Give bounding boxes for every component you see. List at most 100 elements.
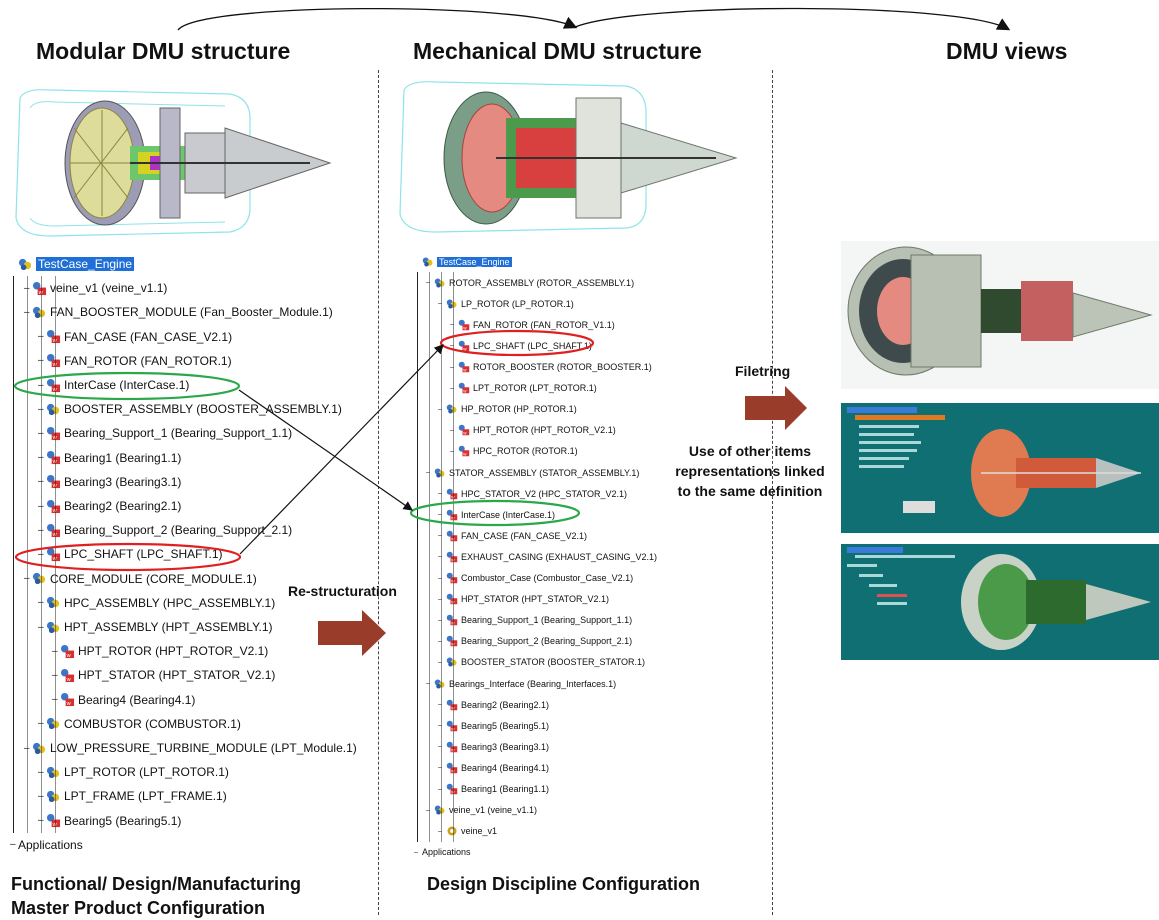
tree-expander-icon[interactable]: ‒: [438, 637, 442, 645]
tree-node[interactable]: TestCase_Engine: [414, 251, 512, 272]
tree-node[interactable]: ‒CORE_MODULE (CORE_MODULE.1): [24, 567, 257, 591]
tree-expander-icon[interactable]: ‒: [438, 300, 442, 308]
tree-expander-icon[interactable]: ‒: [38, 548, 44, 560]
tree-node[interactable]: ‒LPT_FRAME (LPT_FRAME.1): [38, 784, 227, 808]
tree-expander-icon[interactable]: ‒: [38, 403, 44, 415]
tree-node[interactable]: ‒LP_ROTOR (LP_ROTOR.1): [438, 293, 574, 314]
tree-expander-icon[interactable]: ‒: [38, 766, 44, 778]
tree-expander-icon[interactable]: ‒: [438, 658, 442, 666]
tree-expander-icon[interactable]: ‒: [38, 452, 44, 464]
tree-expander-icon[interactable]: ‒: [38, 427, 44, 439]
tree-expander-icon[interactable]: ‒: [24, 306, 30, 318]
tree-expander-icon[interactable]: ‒: [24, 573, 30, 585]
tree-expander-icon[interactable]: ‒: [438, 743, 442, 751]
tree-node[interactable]: ‒BOOSTER_STATOR (BOOSTER_STATOR.1): [438, 652, 645, 673]
tree-expander-icon[interactable]: ‒: [438, 511, 442, 519]
tree-expander-icon[interactable]: ‒: [450, 321, 454, 329]
tree-node[interactable]: ‒Bearings_Interface (Bearing_Interfaces.…: [426, 673, 616, 694]
tree-expander-icon[interactable]: ‒: [414, 848, 418, 856]
tree-expander-icon[interactable]: ‒: [52, 669, 58, 681]
tree-node[interactable]: ‒ROTOR_ASSEMBLY (ROTOR_ASSEMBLY.1): [426, 272, 634, 293]
tree-node[interactable]: TestCase_Engine: [10, 252, 135, 276]
tree-expander-icon[interactable]: ‒: [52, 694, 58, 706]
tree-node[interactable]: ‒STATOR_ASSEMBLY (STATOR_ASSEMBLY.1): [426, 462, 639, 483]
tree-expander-icon[interactable]: ‒: [38, 790, 44, 802]
tree-expander-icon[interactable]: ‒: [38, 331, 44, 343]
tree-expander-icon[interactable]: ‒: [38, 500, 44, 512]
tree-expander-icon[interactable]: ‒: [438, 722, 442, 730]
tree-expander-icon[interactable]: ‒: [426, 806, 430, 814]
tree-node[interactable]: ‒veine_v1: [438, 821, 497, 842]
tree-expander-icon[interactable]: ‒: [38, 597, 44, 609]
tree-node[interactable]: ‒veine_v1 (veine_v1.1): [426, 800, 537, 821]
tree-expander-icon[interactable]: ‒: [438, 827, 442, 835]
tree-expander-icon[interactable]: ‒: [24, 742, 30, 754]
tree-expander-icon[interactable]: ‒: [38, 379, 44, 391]
tree-expander-icon[interactable]: ‒: [426, 279, 430, 287]
tree-expander-icon[interactable]: ‒: [438, 701, 442, 709]
tree-node[interactable]: ‒HPT_ASSEMBLY (HPT_ASSEMBLY.1): [38, 615, 273, 639]
tree-expander-icon[interactable]: ‒: [450, 363, 454, 371]
tree-node[interactable]: ‒LOW_PRESSURE_TURBINE_MODULE (LPT_Module…: [24, 736, 357, 760]
tree-expander-icon[interactable]: ‒: [52, 645, 58, 657]
tree-expander-icon[interactable]: ‒: [438, 574, 442, 582]
tree-expander-icon[interactable]: ‒: [438, 616, 442, 624]
tree-expander-icon[interactable]: ‒: [10, 839, 16, 851]
tree-expander-icon[interactable]: ‒: [38, 815, 44, 827]
tree-node[interactable]: ‒Applications: [414, 842, 471, 863]
tree-expander-icon[interactable]: ‒: [38, 524, 44, 536]
tree-expander-icon[interactable]: ‒: [38, 718, 44, 730]
tree-expander-icon[interactable]: ‒: [450, 426, 454, 434]
tree-expander-icon[interactable]: ‒: [426, 680, 430, 688]
tree-node[interactable]: ‒HP_ROTOR (HP_ROTOR.1): [438, 399, 577, 420]
tree-node[interactable]: ‒FAN_BOOSTER_MODULE (Fan_Booster_Module.…: [24, 300, 333, 324]
tree-node[interactable]: ‒Applications: [10, 833, 83, 857]
tree-expander-icon[interactable]: ‒: [438, 405, 442, 413]
tree-expander-icon[interactable]: ‒: [450, 447, 454, 455]
tree-node[interactable]: ‒LPT_ROTOR (LPT_ROTOR.1): [38, 760, 229, 784]
tree-expander-icon[interactable]: ‒: [24, 282, 30, 294]
tree-expander-icon[interactable]: ‒: [450, 384, 454, 392]
tree-node[interactable]: ‒COMBUSTOR (COMBUSTOR.1): [38, 712, 241, 736]
tree-expander-icon[interactable]: ‒: [38, 355, 44, 367]
tree-expander-icon[interactable]: ‒: [438, 532, 442, 540]
tree-expander-icon[interactable]: ‒: [438, 764, 442, 772]
tree-node[interactable]: ‒HPC_ASSEMBLY (HPC_ASSEMBLY.1): [38, 591, 275, 615]
tree-expander-icon[interactable]: ‒: [438, 553, 442, 561]
tree-expander-icon[interactable]: ‒: [38, 476, 44, 488]
tree-expander-icon[interactable]: ‒: [438, 490, 442, 498]
tree-expander-icon[interactable]: ‒: [426, 469, 430, 477]
tree-expander-icon[interactable]: ‒: [450, 342, 454, 350]
tree-node[interactable]: ‒BOOSTER_ASSEMBLY (BOOSTER_ASSEMBLY.1): [38, 397, 342, 421]
tree-expander-icon[interactable]: ‒: [438, 785, 442, 793]
